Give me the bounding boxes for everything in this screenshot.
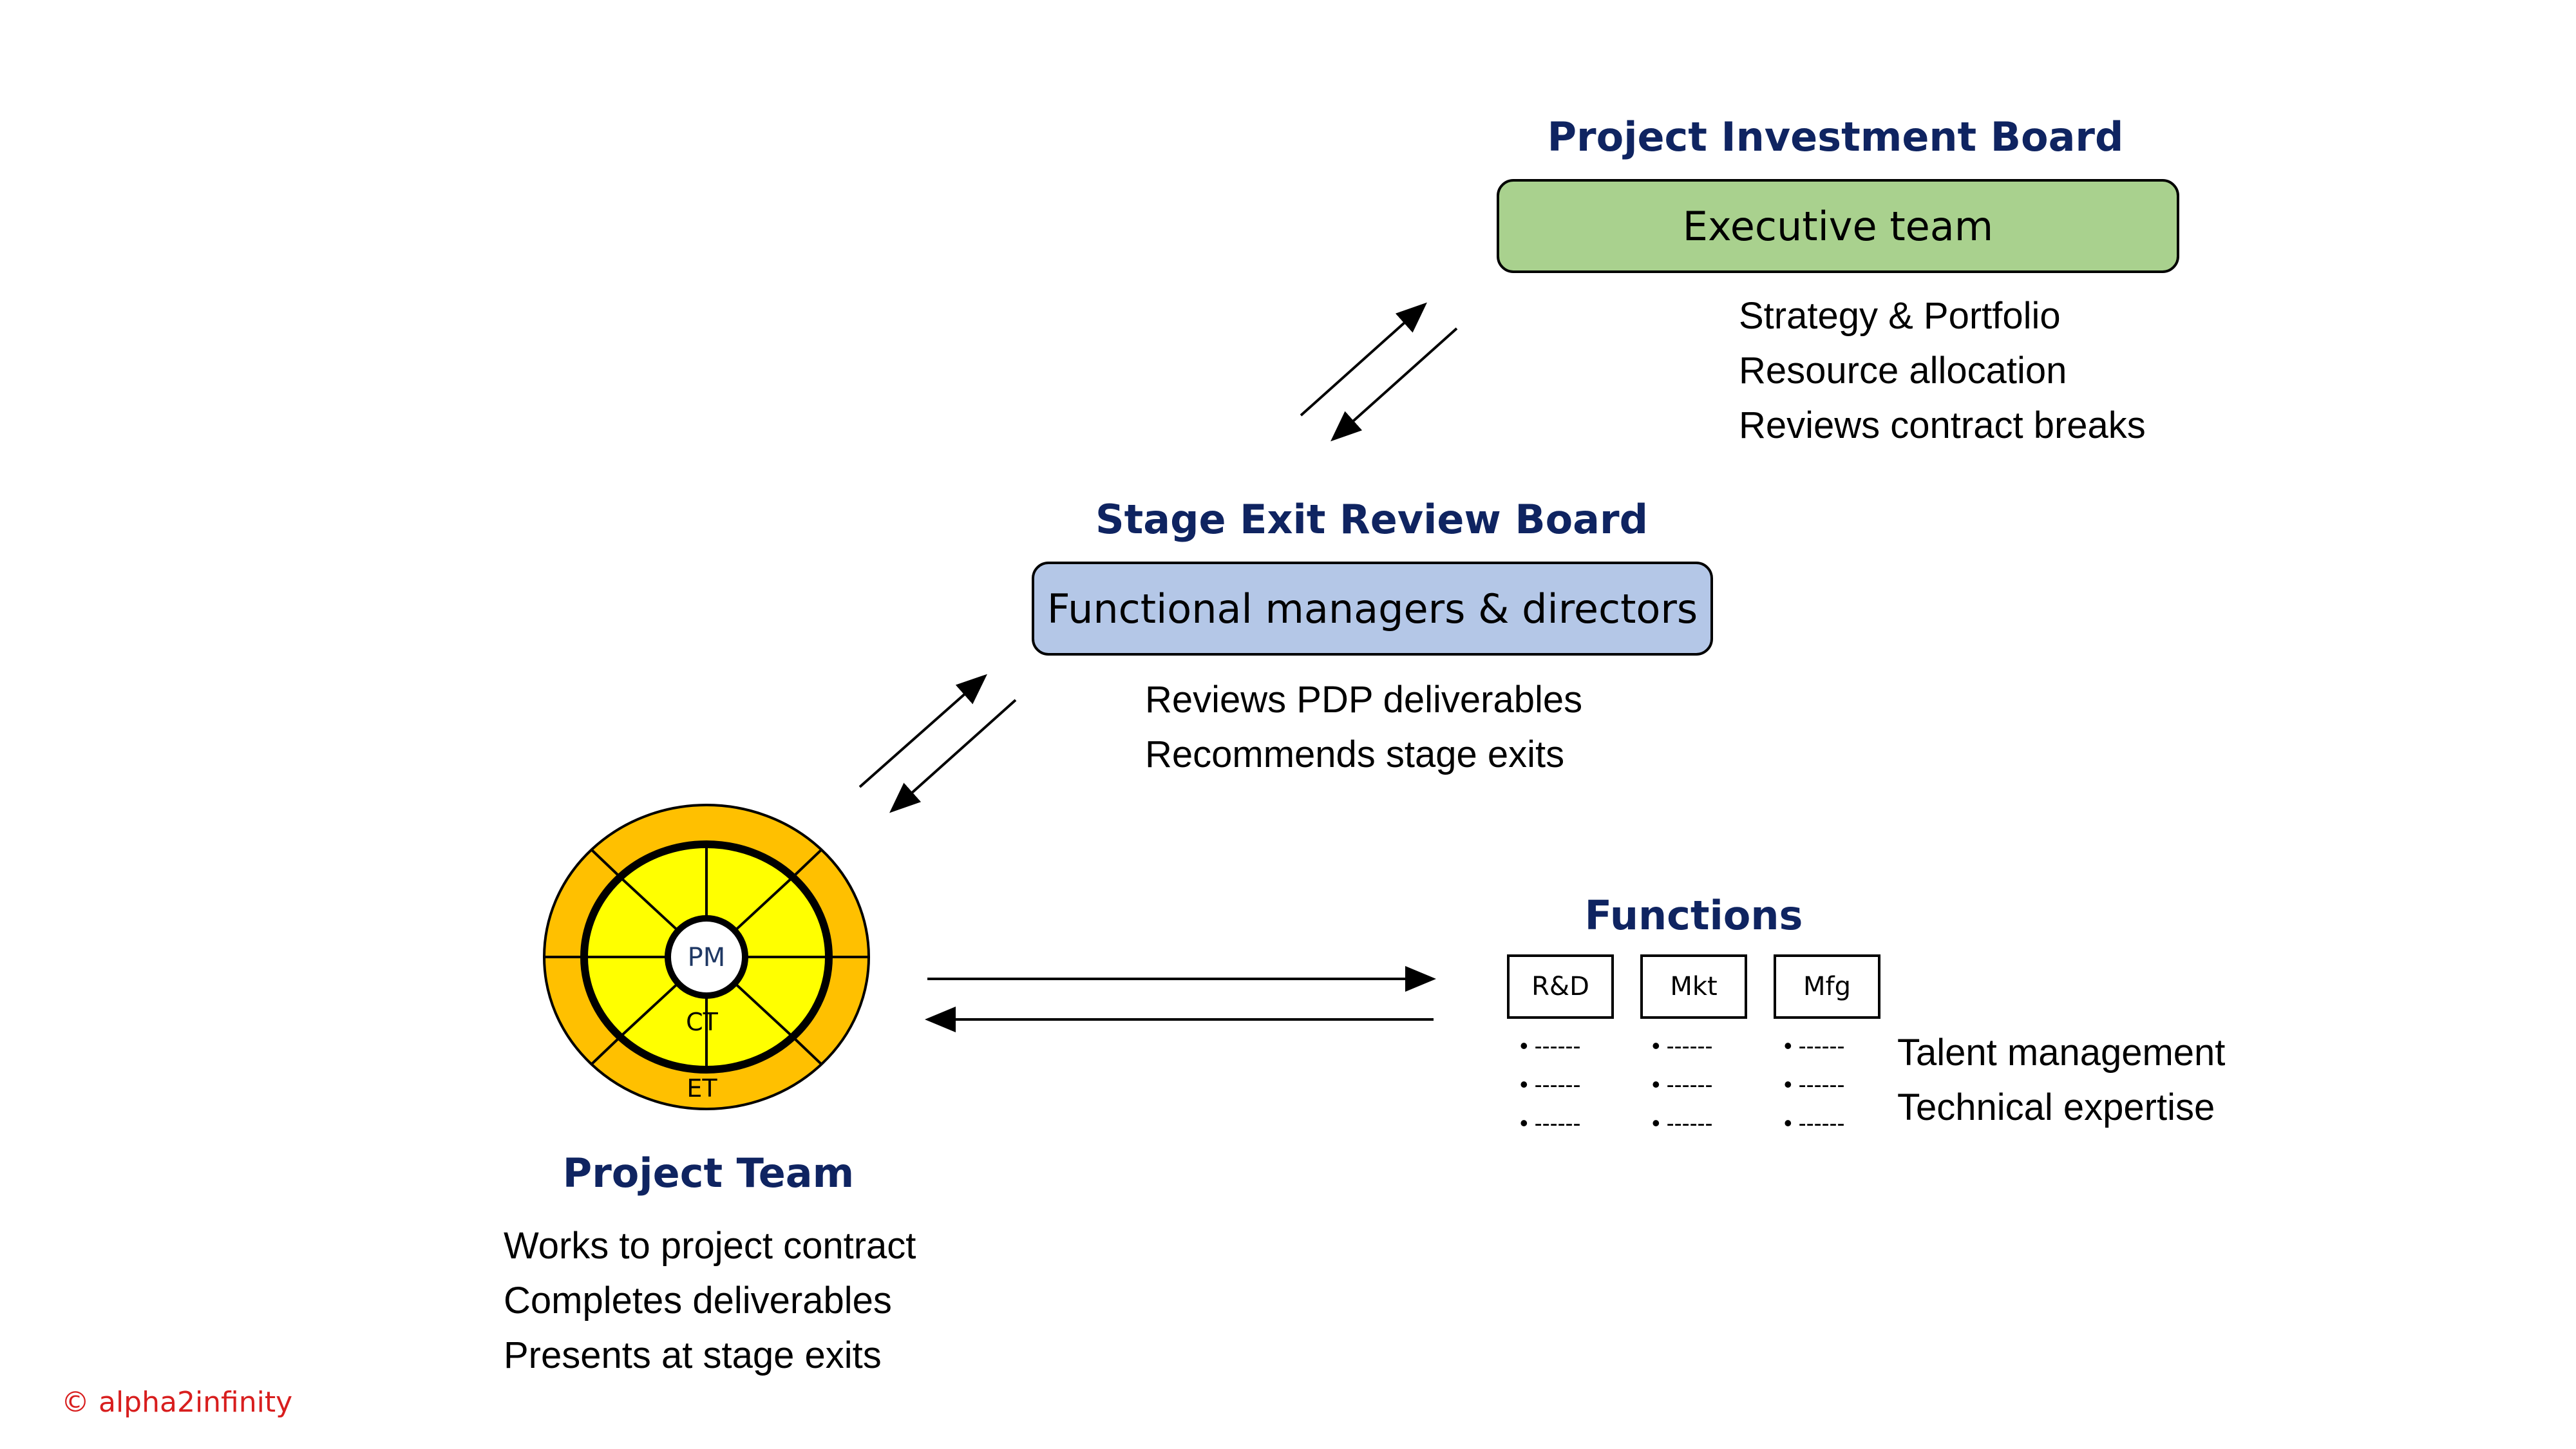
list-item: • ------ (1784, 1110, 1845, 1136)
duty-technical: Technical expertise (1897, 1086, 2215, 1128)
copyright-notice: © alpha2infinity (61, 1386, 293, 1419)
investment-board-duties: Strategy & Portfolio Resource allocation… (1739, 289, 2146, 453)
function-box-mfg: Mfg (1774, 954, 1880, 1019)
list-item: • ------ (1520, 1032, 1581, 1059)
executive-team-box: Executive team (1497, 179, 2179, 273)
core-team-label: CT (686, 1008, 719, 1036)
project-team-circle: PM CT ET (543, 804, 870, 1110)
ring-divider (792, 1036, 823, 1066)
duty-works-to-contract: Works to project contract (504, 1225, 916, 1267)
list-item: • ------ (1652, 1071, 1713, 1097)
list-item: • ------ (1520, 1071, 1581, 1097)
function-label-mkt: Mkt (1670, 972, 1718, 1001)
function-label-rnd: R&D (1531, 972, 1589, 1001)
arrow-up-to-investment-board (1300, 302, 1427, 417)
functional-managers-label: Functional managers & directors (1046, 585, 1698, 632)
function-box-mkt: Mkt (1640, 954, 1747, 1019)
duty-contract-breaks: Reviews contract breaks (1739, 404, 2146, 446)
list-item: • ------ (1784, 1032, 1845, 1059)
arrow-down-to-project-team (889, 699, 1017, 813)
list-item: • ------ (1520, 1110, 1581, 1136)
project-manager-circle (665, 915, 748, 999)
function-bullets-mkt: • ------ • ------ • ------ (1652, 1027, 1713, 1142)
ring-divider (792, 848, 823, 878)
duty-talent: Talent management (1897, 1032, 2226, 1074)
project-manager-label: PM (688, 943, 726, 972)
functions-title: Functions (1584, 892, 1803, 939)
duty-completes-deliverables: Completes deliverables (504, 1280, 892, 1321)
list-item: • ------ (1652, 1032, 1713, 1059)
ring-divider (590, 848, 621, 878)
arrow-down-to-review-board (1331, 327, 1458, 442)
review-board-duties: Reviews PDP deliverables Recommends stag… (1145, 672, 1582, 782)
functions-duties: Talent management Technical expertise (1897, 1025, 2225, 1135)
arrow-up-to-review-board (858, 674, 987, 788)
review-board-title: Stage Exit Review Board (1095, 496, 1648, 543)
investment-board-title: Project Investment Board (1547, 113, 2124, 160)
function-box-rnd: R&D (1507, 954, 1614, 1019)
duty-presents: Presents at stage exits (504, 1334, 882, 1376)
extended-team-label: ET (687, 1074, 717, 1103)
functional-managers-box: Functional managers & directors (1032, 562, 1713, 656)
list-item: • ------ (1784, 1071, 1845, 1097)
executive-team-label: Executive team (1682, 202, 1994, 250)
duty-reviews-pdp: Reviews PDP deliverables (1145, 679, 1583, 721)
duty-recommends-exits: Recommends stage exits (1145, 734, 1565, 775)
function-bullets-rnd: • ------ • ------ • ------ (1520, 1027, 1581, 1142)
project-team-title: Project Team (562, 1150, 855, 1197)
ring-divider (590, 1036, 621, 1066)
project-team-duties: Works to project contract Completes deli… (504, 1218, 916, 1383)
function-bullets-mfg: • ------ • ------ • ------ (1784, 1027, 1845, 1142)
list-item: • ------ (1652, 1110, 1713, 1136)
duty-strategy: Strategy & Portfolio (1739, 295, 2061, 337)
function-label-mfg: Mfg (1803, 972, 1851, 1001)
duty-resource: Resource allocation (1739, 350, 2067, 392)
